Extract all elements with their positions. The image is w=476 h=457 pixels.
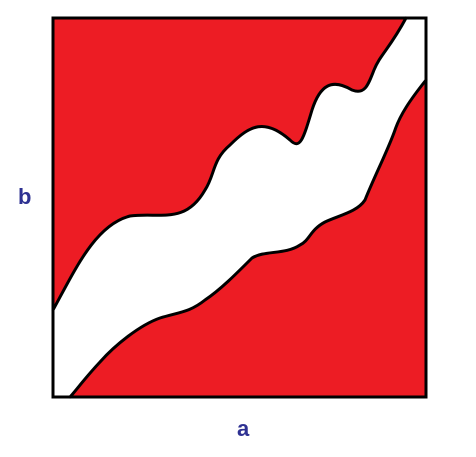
square-border: [51, 16, 428, 399]
white-diagonal-band: [53, 18, 426, 397]
x-axis-label: a: [237, 416, 250, 441]
y-axis-label: b: [18, 184, 32, 209]
lower-boundary-curve: [68, 78, 428, 399]
upper-boundary-curve: [51, 16, 408, 312]
